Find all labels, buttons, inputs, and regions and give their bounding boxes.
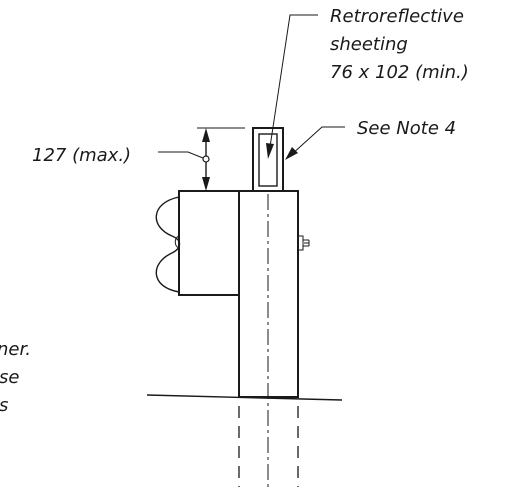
retroreflective-label-line2: sheeting bbox=[330, 34, 408, 55]
w-beam-rail bbox=[155, 196, 181, 293]
note-leader bbox=[290, 126, 345, 156]
note-leader-arrow bbox=[285, 147, 298, 160]
cut-text-line1: ner. bbox=[0, 339, 31, 360]
see-note-label: See Note 4 bbox=[357, 118, 456, 139]
retroreflective-label-line3: 76 x 102 (min.) bbox=[330, 62, 469, 83]
dim-arrow-top bbox=[202, 128, 210, 142]
delineator-bracket bbox=[252, 127, 284, 192]
cut-text-line3: s bbox=[0, 395, 8, 416]
sheeting-leader bbox=[269, 14, 318, 148]
bolt-nut bbox=[297, 235, 304, 251]
w-beam-rail-bolt bbox=[174, 235, 180, 249]
dimension-label: 127 (max.) bbox=[32, 145, 131, 166]
dim-leader-dot bbox=[202, 155, 210, 163]
dim-leader bbox=[158, 151, 204, 159]
retroreflective-label-line1: Retroreflective bbox=[330, 6, 464, 27]
retroreflective-sheeting bbox=[258, 133, 278, 187]
dim-arrow-bottom bbox=[202, 177, 210, 191]
sheeting-leader-arrow bbox=[266, 143, 274, 159]
blockout bbox=[178, 190, 240, 296]
cut-text-line2: se bbox=[0, 367, 19, 388]
